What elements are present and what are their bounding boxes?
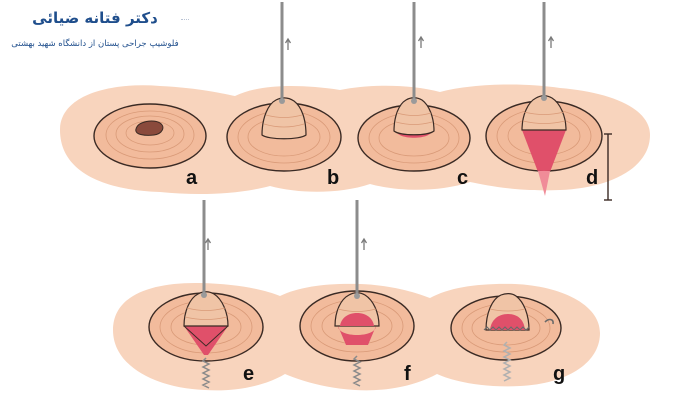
duct-cone [184,326,228,355]
panel-b [226,2,342,172]
everted-nipple [183,291,229,327]
everted-nipple [393,97,435,136]
watermark: دکتر فتانه ضیائی فلوشیپ جراحی پستان از د… [10,8,180,50]
panel-label-e: e [243,363,255,385]
purse-string-suture [483,326,530,331]
panel-label-g: g [553,363,566,385]
panel-label-c: c [457,167,469,189]
panel-c [357,2,471,172]
panel-a [93,103,207,169]
everted-nipple [261,97,307,140]
panel-label-a: a [186,167,198,189]
inverted-nipple [135,120,164,136]
panel-g [450,293,562,382]
watermark-dots [181,19,189,22]
panel-f [299,200,415,387]
duct-cone [522,130,566,171]
watermark-name: دکتر فتانه ضیائی [32,9,158,27]
panel-e [148,200,264,389]
panel-label-f: f [404,363,411,385]
panel-label-d: d [586,167,599,189]
panel-d [485,2,612,201]
suture-thread [502,341,512,382]
panel-label-b: b [327,167,340,189]
suture-thread [352,355,362,387]
suture-thread [201,357,211,389]
watermark-subtitle: فلوشیپ جراحی پستان از دانشگاه شهید بهشتی [11,39,179,49]
